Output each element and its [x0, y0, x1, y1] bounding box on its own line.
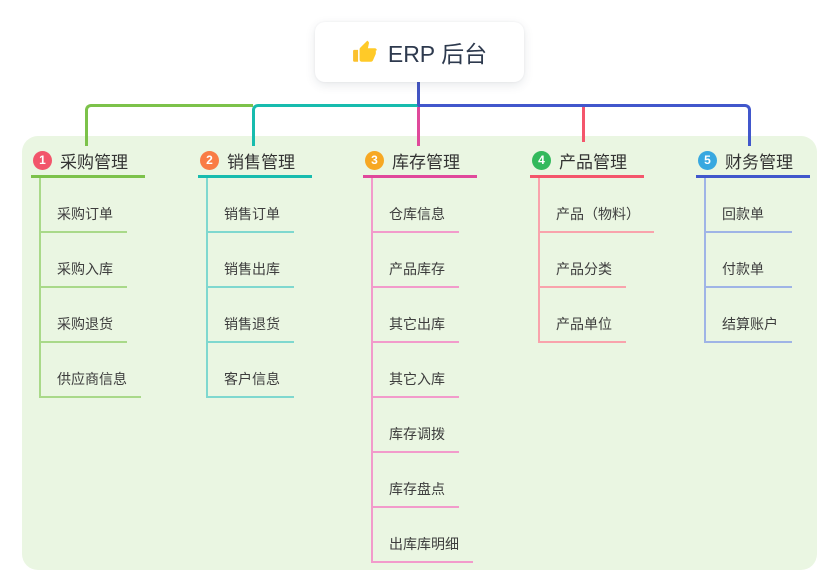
- list-item[interactable]: 客户信息: [206, 343, 294, 398]
- list-item[interactable]: 付款单: [704, 233, 792, 288]
- branch-sales: 2 销售管理 销售订单 销售出库 销售退货 客户信息: [198, 145, 312, 398]
- branch-header[interactable]: 1 采购管理: [31, 145, 145, 178]
- thumbs-up-icon: [352, 40, 377, 62]
- list-item[interactable]: 销售出库: [206, 233, 294, 288]
- branch-item-list: 销售订单 销售出库 销售退货 客户信息: [198, 178, 312, 398]
- list-item[interactable]: 库存盘点: [371, 453, 459, 508]
- branch-finance: 5 财务管理 回款单 付款单 结算账户: [696, 145, 810, 343]
- branch-header[interactable]: 3 库存管理: [363, 145, 477, 178]
- list-item[interactable]: 其它出库: [371, 288, 459, 343]
- root-title: ERP 后台: [387, 41, 488, 67]
- list-item[interactable]: 销售订单: [206, 178, 294, 233]
- branch-item-list: 回款单 付款单 结算账户: [696, 178, 810, 343]
- list-item[interactable]: 产品单位: [538, 288, 626, 343]
- branch-header[interactable]: 2 销售管理: [198, 145, 312, 178]
- branch-number-badge: 4: [532, 150, 551, 170]
- branch-number-badge: 5: [698, 150, 717, 170]
- list-item[interactable]: 供应商信息: [39, 343, 141, 398]
- branch-item-list: 产品（物料） 产品分类 产品单位: [530, 178, 654, 343]
- list-item[interactable]: 出库库明细: [371, 508, 473, 563]
- list-item[interactable]: 其它入库: [371, 343, 459, 398]
- root-connector-line: [417, 82, 420, 106]
- list-item[interactable]: 回款单: [704, 178, 792, 233]
- branch4-connector-line: [582, 107, 585, 142]
- root-node[interactable]: ERP 后台: [315, 22, 524, 82]
- list-item[interactable]: 采购订单: [39, 178, 127, 233]
- list-item[interactable]: 销售退货: [206, 288, 294, 343]
- branch2-connector-line: [252, 104, 418, 146]
- branch-title: 销售管理: [227, 152, 295, 172]
- branch-number-badge: 2: [200, 150, 219, 170]
- branch-header[interactable]: 4 产品管理: [530, 145, 644, 178]
- branch3-connector-line: [417, 107, 420, 146]
- branch5-connector-line: [418, 104, 751, 146]
- list-item[interactable]: 结算账户: [704, 288, 792, 343]
- list-item[interactable]: 仓库信息: [371, 178, 459, 233]
- branch1-connector-line: [85, 104, 253, 146]
- list-item[interactable]: 产品（物料）: [538, 178, 654, 233]
- branch-purchase: 1 采购管理 采购订单 采购入库 采购退货 供应商信息: [31, 145, 145, 398]
- branch-title: 产品管理: [559, 152, 627, 172]
- branch-header[interactable]: 5 财务管理: [696, 145, 810, 178]
- branch-inventory: 3 库存管理 仓库信息 产品库存 其它出库 其它入库 库存调拨 库存盘点 出库库…: [363, 145, 477, 563]
- branch-title: 财务管理: [725, 152, 793, 172]
- branch-title: 采购管理: [60, 152, 128, 172]
- list-item[interactable]: 库存调拨: [371, 398, 459, 453]
- branch-product: 4 产品管理 产品（物料） 产品分类 产品单位: [530, 145, 654, 343]
- list-item[interactable]: 产品库存: [371, 233, 459, 288]
- branches-panel: [22, 136, 817, 570]
- list-item[interactable]: 采购退货: [39, 288, 127, 343]
- branch-number-badge: 3: [365, 150, 384, 170]
- list-item[interactable]: 采购入库: [39, 233, 127, 288]
- branch-item-list: 仓库信息 产品库存 其它出库 其它入库 库存调拨 库存盘点 出库库明细: [363, 178, 477, 563]
- list-item[interactable]: 产品分类: [538, 233, 626, 288]
- branch-title: 库存管理: [392, 152, 460, 172]
- branch-number-badge: 1: [33, 150, 52, 170]
- branch-item-list: 采购订单 采购入库 采购退货 供应商信息: [31, 178, 145, 398]
